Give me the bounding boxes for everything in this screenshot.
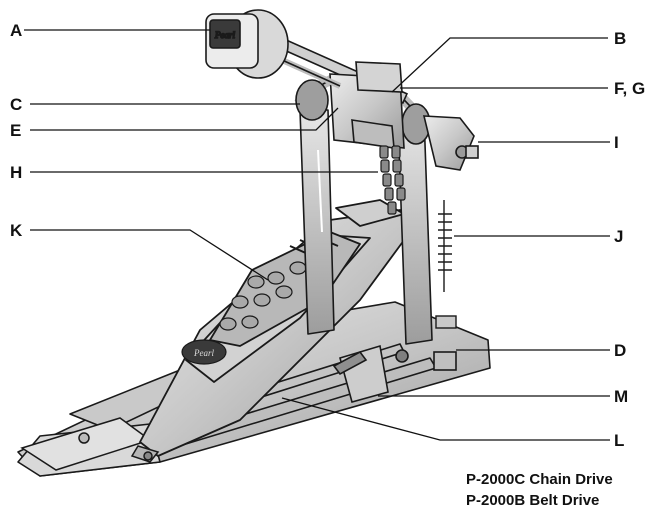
footboard-logo-text: Pearl — [193, 348, 214, 358]
callout-c: C — [10, 95, 22, 114]
callout-l: L — [614, 431, 624, 450]
footboard-logo: Pearl — [181, 339, 227, 365]
callout-b: B — [614, 29, 626, 48]
drive-chain — [379, 145, 406, 215]
beater: Pearl — [205, 9, 342, 89]
beater-logo: Pearl — [214, 30, 235, 40]
callout-d: D — [614, 341, 626, 360]
leader-lines — [24, 29, 610, 441]
hoop-clamp — [332, 344, 457, 403]
callout-j: J — [614, 227, 623, 246]
drive-shaft — [255, 27, 431, 149]
model-belt-drive: P-2000B Belt Drive — [466, 492, 600, 509]
callout-i: I — [614, 133, 619, 152]
callout-a: A — [10, 21, 22, 40]
callout-k: K — [10, 221, 23, 240]
callout-f-g: F, G — [614, 79, 645, 98]
spring — [435, 200, 457, 329]
model-chain-drive: P-2000C Chain Drive — [466, 471, 613, 488]
callout-h: H — [10, 163, 22, 182]
heel-hinge — [130, 445, 160, 463]
callout-m: M — [614, 387, 628, 406]
cam-assembly — [422, 115, 479, 171]
callout-e: E — [10, 121, 21, 140]
